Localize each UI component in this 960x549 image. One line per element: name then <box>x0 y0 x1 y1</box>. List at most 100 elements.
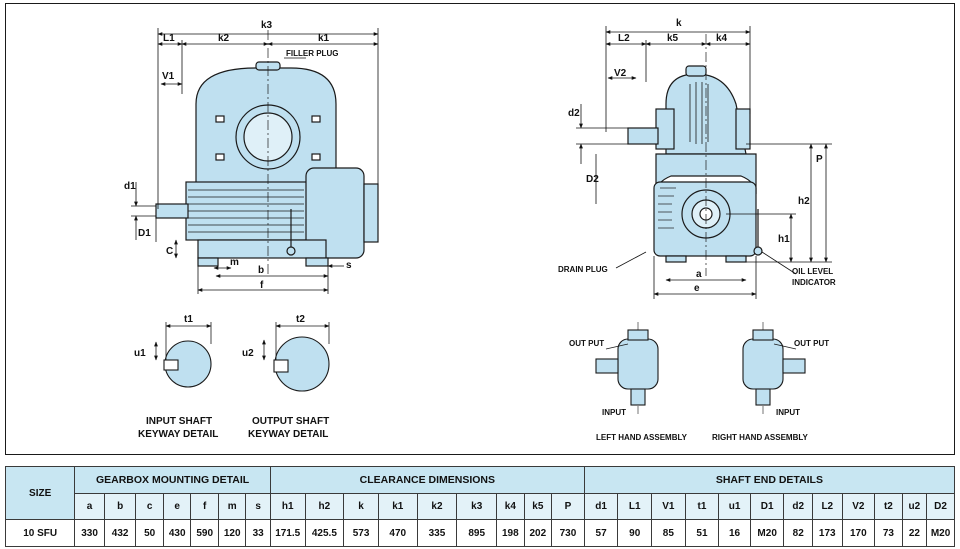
lh-input-label: INPUT <box>602 408 626 417</box>
keyway-labels: t1 u1 INPUT SHAFT KEYWAY DETAIL t2 u2 OU… <box>134 314 329 440</box>
oil-level-label-1: OIL LEVEL <box>792 267 833 276</box>
dim-f: f <box>260 280 264 291</box>
side-view-labels: k3 L1 k2 k1 V1 FILLER PLUG d1 D1 C m b s… <box>124 20 352 291</box>
column-header-d2: D2 <box>926 493 955 520</box>
dim-k5: k5 <box>667 33 679 44</box>
cell-v2: 170 <box>841 519 876 547</box>
drawing-svg: k3 L1 k2 k1 V1 FILLER PLUG d1 D1 C m b s… <box>124 18 836 442</box>
front-view-dimensions <box>576 26 832 299</box>
dim-k4: k4 <box>716 33 728 44</box>
dim-L2: L2 <box>618 33 630 44</box>
output-keyway-caption-2: KEYWAY DETAIL <box>248 429 328 440</box>
technical-drawing: k3 L1 k2 k1 V1 FILLER PLUG d1 D1 C m b s… <box>5 3 955 455</box>
column-header-d1: d1 <box>583 493 619 520</box>
dim-d2: d2 <box>568 108 580 119</box>
cell-k5: 202 <box>523 519 553 547</box>
size-header: SIZE <box>4 466 76 520</box>
dim-k2: k2 <box>218 33 230 44</box>
cell-a: 330 <box>74 519 105 547</box>
cell-c: 50 <box>135 519 164 547</box>
cell-p: 730 <box>551 519 585 547</box>
column-header-c: c <box>135 493 164 520</box>
cell-k: 573 <box>343 519 379 547</box>
cell-l2: 173 <box>812 519 843 547</box>
column-header-h2: h2 <box>304 493 345 520</box>
dim-u2: u2 <box>242 348 254 359</box>
left-hand-assembly <box>595 322 659 414</box>
dim-D1: D1 <box>138 228 151 239</box>
dim-k: k <box>676 18 682 29</box>
cell-d2: M20 <box>926 519 955 547</box>
column-header-d2: d2 <box>783 493 813 520</box>
dim-e: e <box>694 283 700 294</box>
column-header-k5: k5 <box>523 493 553 520</box>
dim-b: b <box>258 265 264 276</box>
filler-plug-label: FILLER PLUG <box>286 49 338 58</box>
column-header-u2: u2 <box>901 493 928 520</box>
side-view <box>155 30 379 274</box>
cell-b: 432 <box>103 519 137 547</box>
input-keyway-detail <box>154 322 212 388</box>
dim-V2: V2 <box>614 68 627 79</box>
column-header-f: f <box>190 493 219 520</box>
column-header-s: s <box>245 493 271 520</box>
cell-s: 33 <box>245 519 271 547</box>
output-keyway-caption-1: OUTPUT SHAFT <box>252 416 329 427</box>
rh-output-label: OUT PUT <box>794 339 829 348</box>
dim-d1: d1 <box>124 181 136 192</box>
dim-C: C <box>166 246 173 257</box>
group-clearance-dimensions: CLEARANCE DIMENSIONS <box>269 466 585 494</box>
assembly-labels: OUT PUT INPUT LEFT HAND ASSEMBLY OUT PUT… <box>569 339 829 442</box>
dim-V1: V1 <box>162 71 175 82</box>
column-header-k3: k3 <box>456 493 498 520</box>
column-header-t2: t2 <box>874 493 903 520</box>
column-header-k2: k2 <box>416 493 458 520</box>
side-view-dimensions <box>131 28 379 294</box>
rh-assembly-caption: RIGHT HAND ASSEMBLY <box>712 433 809 442</box>
output-keyway-detail <box>262 322 330 392</box>
cell-t2: 73 <box>874 519 903 547</box>
column-header-k4: k4 <box>496 493 525 520</box>
cell-u2: 22 <box>901 519 928 547</box>
drain-plug-label: DRAIN PLUG <box>558 265 608 274</box>
cell-u1: 16 <box>718 519 751 547</box>
cell-d1: M20 <box>749 519 785 547</box>
cell-m: 120 <box>217 519 247 547</box>
column-header-l1: L1 <box>617 493 653 520</box>
cell-h2: 425.5 <box>304 519 345 547</box>
dim-k1: k1 <box>318 33 330 44</box>
column-header-b: b <box>103 493 137 520</box>
cell-h1: 171.5 <box>269 519 306 547</box>
cell-k1: 470 <box>377 519 418 547</box>
group-header-row: SIZE GEARBOX MOUNTING DETAIL CLEARANCE D… <box>4 466 956 520</box>
column-header-k1: k1 <box>377 493 418 520</box>
cell-e: 430 <box>162 519 192 547</box>
cell-k4: 198 <box>496 519 525 547</box>
cell-k3: 895 <box>456 519 498 547</box>
column-header-a: a <box>74 493 105 520</box>
dim-a: a <box>696 269 702 280</box>
lh-output-label: OUT PUT <box>569 339 604 348</box>
column-header-v2: V2 <box>841 493 876 520</box>
column-header-v1: V1 <box>651 493 686 520</box>
oil-level-label-2: INDICATOR <box>792 278 836 287</box>
column-header-e: e <box>162 493 192 520</box>
dim-u1: u1 <box>134 348 146 359</box>
cell-d2: 82 <box>783 519 813 547</box>
cell-d1: 57 <box>583 519 619 547</box>
column-header-t1: t1 <box>684 493 720 520</box>
column-header-p: P <box>551 493 585 520</box>
right-hand-assembly <box>742 322 806 414</box>
input-keyway-caption-2: KEYWAY DETAIL <box>138 429 218 440</box>
size-cell: 10 SFU <box>4 519 76 547</box>
dim-k3: k3 <box>261 20 273 31</box>
input-keyway-caption-1: INPUT SHAFT <box>146 416 212 427</box>
front-view-labels: k L2 k5 k4 V2 d2 D2 P h2 h1 a e DRAIN PL… <box>558 18 836 294</box>
dim-t1: t1 <box>184 314 193 325</box>
rh-input-label: INPUT <box>776 408 800 417</box>
dim-h2: h2 <box>798 196 810 207</box>
lh-assembly-caption: LEFT HAND ASSEMBLY <box>596 433 688 442</box>
cell-l1: 90 <box>617 519 653 547</box>
